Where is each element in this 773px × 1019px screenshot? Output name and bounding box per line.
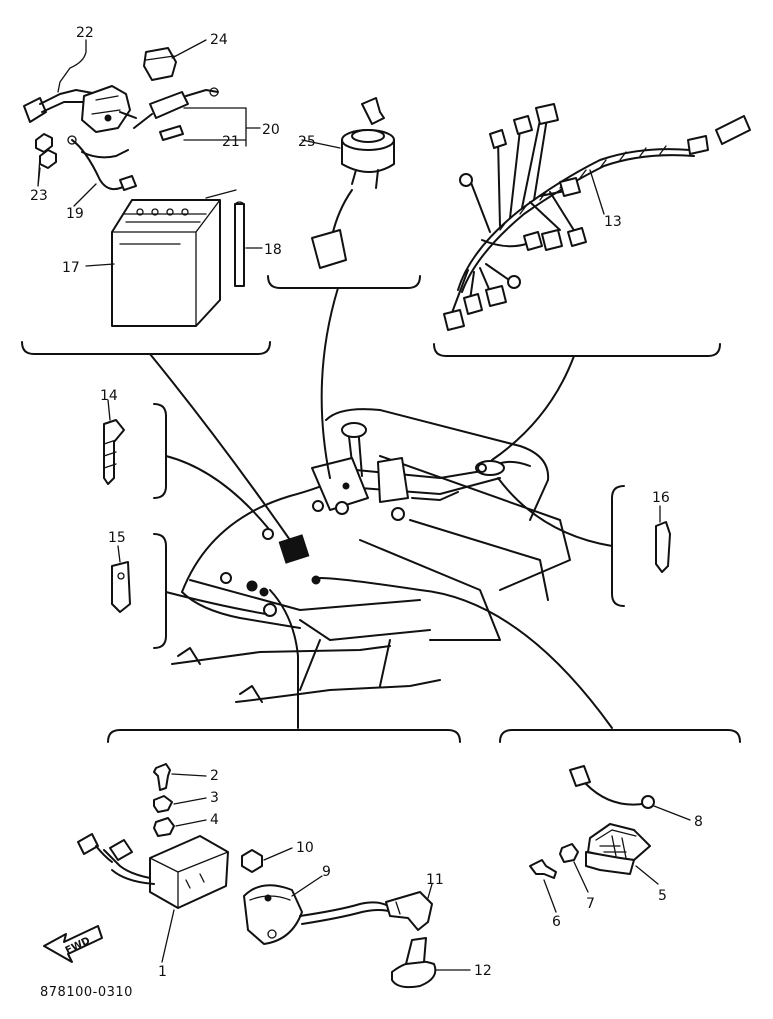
connector-16 [655, 521, 671, 573]
callout-8: 8 [694, 814, 703, 830]
group-bracket-top-right [433, 343, 721, 357]
cdi-unit [149, 835, 229, 909]
callout-numbers: 22 24 20 21 25 23 19 17 18 13 14 15 16 2… [30, 25, 703, 980]
wire-harness-group [433, 103, 751, 357]
cdi-coil-group [77, 729, 461, 989]
washer-3 [153, 795, 173, 813]
callout-15: 15 [108, 530, 126, 546]
callout-19: 19 [66, 206, 84, 222]
callout-12: 12 [474, 963, 492, 979]
spark-plug-cap [385, 891, 433, 931]
drawing-code: 878100-0310 [40, 985, 133, 1000]
callout-23: 23 [30, 188, 48, 204]
leader-lines [149, 287, 613, 729]
nut-23a [35, 133, 53, 153]
harness-trunk [457, 148, 691, 291]
callout-5: 5 [658, 888, 667, 904]
group-bracket-bottom-right [499, 729, 741, 743]
regulator-group [499, 729, 741, 879]
callout-20: 20 [262, 122, 280, 138]
lead-wire-19 [71, 139, 129, 191]
callout-16: 16 [652, 490, 670, 506]
callout-9: 9 [322, 864, 331, 880]
callout-18: 18 [264, 242, 282, 258]
nut-23b [39, 149, 57, 169]
callout-3: 3 [210, 790, 219, 806]
plug-cover [391, 960, 437, 989]
group-bracket-top-center [267, 275, 421, 289]
callout-24: 24 [210, 32, 228, 48]
lead-terminal-8 [641, 795, 655, 809]
relay-24 [143, 47, 177, 81]
callout-14: 14 [100, 388, 118, 404]
key [361, 97, 385, 125]
callout-11: 11 [426, 872, 444, 888]
callout-2: 2 [210, 768, 219, 784]
group-bracket-top-left [21, 341, 271, 355]
callout-10: 10 [296, 840, 314, 856]
bolt-6 [529, 859, 557, 879]
cdi-location [278, 534, 310, 564]
fuse-holder [133, 87, 219, 129]
group-bracket-15 [153, 533, 167, 649]
battery-group [21, 47, 271, 355]
nut-10 [241, 849, 263, 873]
group-bracket-bottom-left [107, 729, 461, 743]
callout-13: 13 [604, 214, 622, 230]
callout-7: 7 [586, 896, 595, 912]
callout-6: 6 [552, 914, 561, 930]
callout-4: 4 [210, 812, 219, 828]
main-switch-group [267, 97, 421, 289]
battery [111, 189, 237, 327]
starter-relay [23, 85, 137, 133]
callout-17: 17 [62, 260, 80, 276]
damper-4 [153, 817, 175, 837]
snowmobile-chassis [171, 408, 571, 703]
ignition-coil [243, 884, 303, 945]
group-bracket-14 [153, 403, 167, 499]
screw-2 [153, 763, 171, 791]
nut-7 [559, 843, 579, 863]
callout-22: 22 [76, 25, 94, 41]
callout-leaders [37, 39, 691, 971]
fwd-arrow: FWD [43, 925, 103, 963]
group-bracket-16 [611, 485, 625, 607]
callout-25: 25 [298, 134, 316, 150]
callout-1: 1 [158, 964, 167, 980]
connector-15 [111, 561, 131, 613]
callout-21: 21 [222, 134, 240, 150]
fuse [159, 125, 184, 141]
breather-hose [234, 203, 245, 287]
